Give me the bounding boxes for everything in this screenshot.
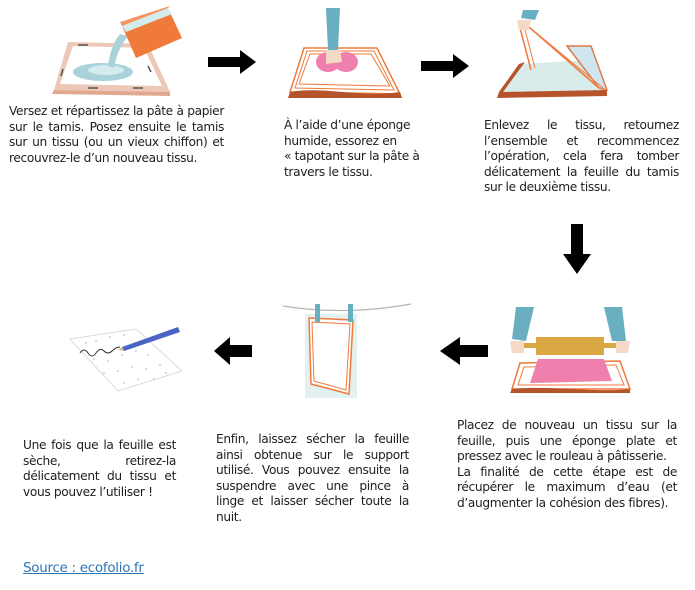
step2-illustration-sponge xyxy=(282,6,402,101)
arrow-down-icon xyxy=(563,224,591,274)
step6-text: Une fois que la feuille est sèche, retir… xyxy=(23,438,176,499)
step3-text: Enlevez le tissu, retournez l’ensemble e… xyxy=(484,118,679,195)
step5-text: Enfin, laissez sécher la feuille ainsi o… xyxy=(216,432,409,524)
arrow-left-icon xyxy=(440,337,488,365)
step3-illustration-flip-screen xyxy=(495,8,613,98)
source-link[interactable]: Source : ecofolio.fr xyxy=(23,560,144,576)
step1-text: Versez et répartissez la pâte à papier s… xyxy=(9,104,224,165)
arrow-right-icon xyxy=(421,54,469,78)
step4-text: Placez de nouveau un tissu sur la feuill… xyxy=(457,418,677,510)
arrow-left-icon xyxy=(214,337,252,365)
step5-illustration-clothesline xyxy=(275,300,415,400)
step2-text: À l’aide d’une éponge humide, essorez en… xyxy=(284,118,420,179)
arrow-right-icon xyxy=(208,50,256,74)
step4-illustration-rolling-pin xyxy=(508,305,633,395)
step6-illustration-pencil-paper xyxy=(66,325,186,395)
step1-illustration-pour-pulp xyxy=(48,4,188,99)
